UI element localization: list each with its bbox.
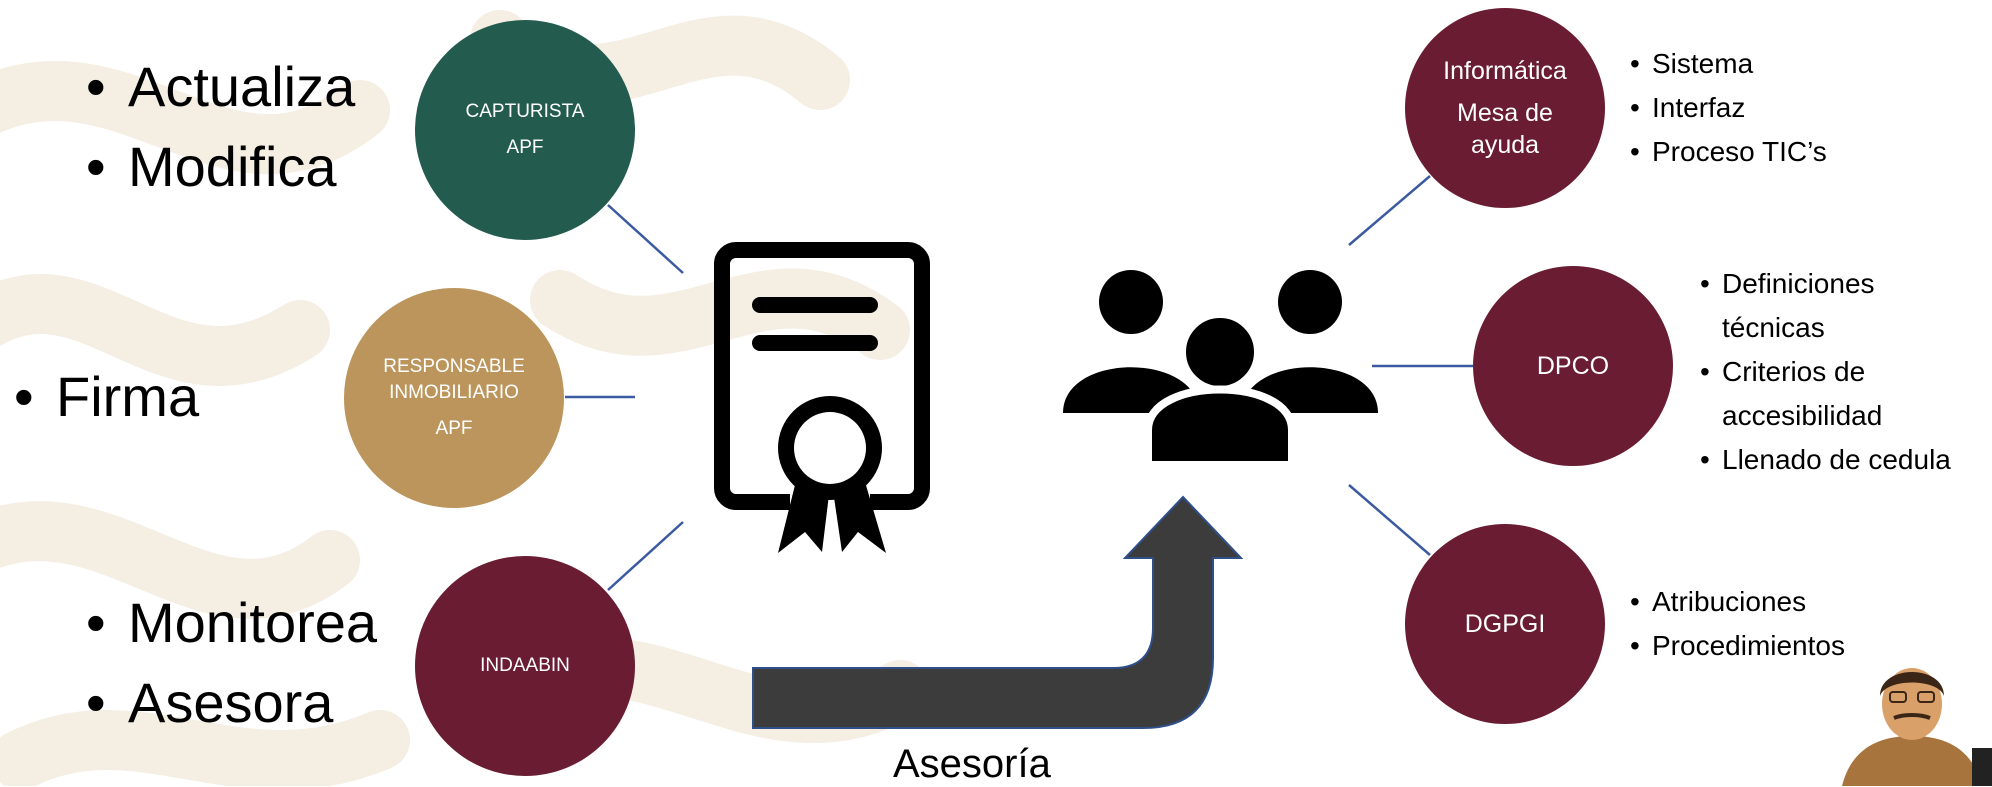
informatica-line3: ayuda <box>1470 131 1540 159</box>
dgpgi-list: Atribuciones Procedimientos <box>1630 580 1845 668</box>
informatica-line1: Informática <box>1443 57 1567 85</box>
circle-dpco: DPCO <box>1473 266 1673 466</box>
item-atribuciones: Atribuciones <box>1630 580 1845 624</box>
bullet-modifica: Modifica <box>86 127 355 207</box>
dpco-line1: DPCO <box>1536 352 1610 380</box>
informatica-line2: Mesa de <box>1457 99 1553 127</box>
capturista-line1: CAPTURISTA <box>465 101 585 122</box>
circle-indaabin: INDAABIN <box>415 556 635 776</box>
responsable-line1: RESPONSABLE <box>383 356 525 377</box>
responsable-line2: INMOBILIARIO <box>389 382 519 403</box>
certificate-icon <box>714 242 930 553</box>
arrow-caption: Asesoría <box>893 742 1051 786</box>
bullet-actualiza: Actualiza <box>86 47 355 127</box>
connector-capturista <box>607 204 684 274</box>
group-icon <box>1063 270 1378 469</box>
capturista-line2: APF <box>506 137 544 158</box>
portrait-illustration <box>1842 668 1992 786</box>
item-proceso-tics: Proceso TIC’s <box>1630 130 1827 174</box>
dgpgi-line1: DGPGI <box>1464 610 1546 638</box>
responsable-line3: APF <box>435 418 473 439</box>
circle-informatica: Informática Mesa de ayuda <box>1405 8 1605 208</box>
bullet-monitorea: Monitorea <box>86 583 377 663</box>
arrow-up-icon <box>752 495 1244 729</box>
item-interfaz: Interfaz <box>1630 86 1827 130</box>
circle-responsable-inmobiliario: RESPONSABLE INMOBILIARIO APF <box>344 288 564 508</box>
bullet-asesora: Asesora <box>86 663 377 743</box>
bullets-top: Actualiza Modifica <box>86 47 355 207</box>
connector-informatica <box>1348 175 1431 246</box>
connector-dgpgi <box>1348 484 1431 556</box>
item-sistema: Sistema <box>1630 42 1827 86</box>
item-procedimientos: Procedimientos <box>1630 624 1845 668</box>
bullets-bottom: Monitorea Asesora <box>86 583 377 743</box>
circle-dgpgi: DGPGI <box>1405 524 1605 724</box>
connector-indaabin <box>607 521 684 591</box>
bullets-middle: Firma <box>14 357 199 437</box>
circle-capturista: CAPTURISTA APF <box>415 20 635 240</box>
informatica-list: Sistema Interfaz Proceso TIC’s <box>1630 42 1827 174</box>
bullet-firma: Firma <box>14 357 199 437</box>
indaabin-line1: INDAABIN <box>480 655 570 676</box>
item-llenado: Llenado de cedula <box>1700 438 1951 482</box>
